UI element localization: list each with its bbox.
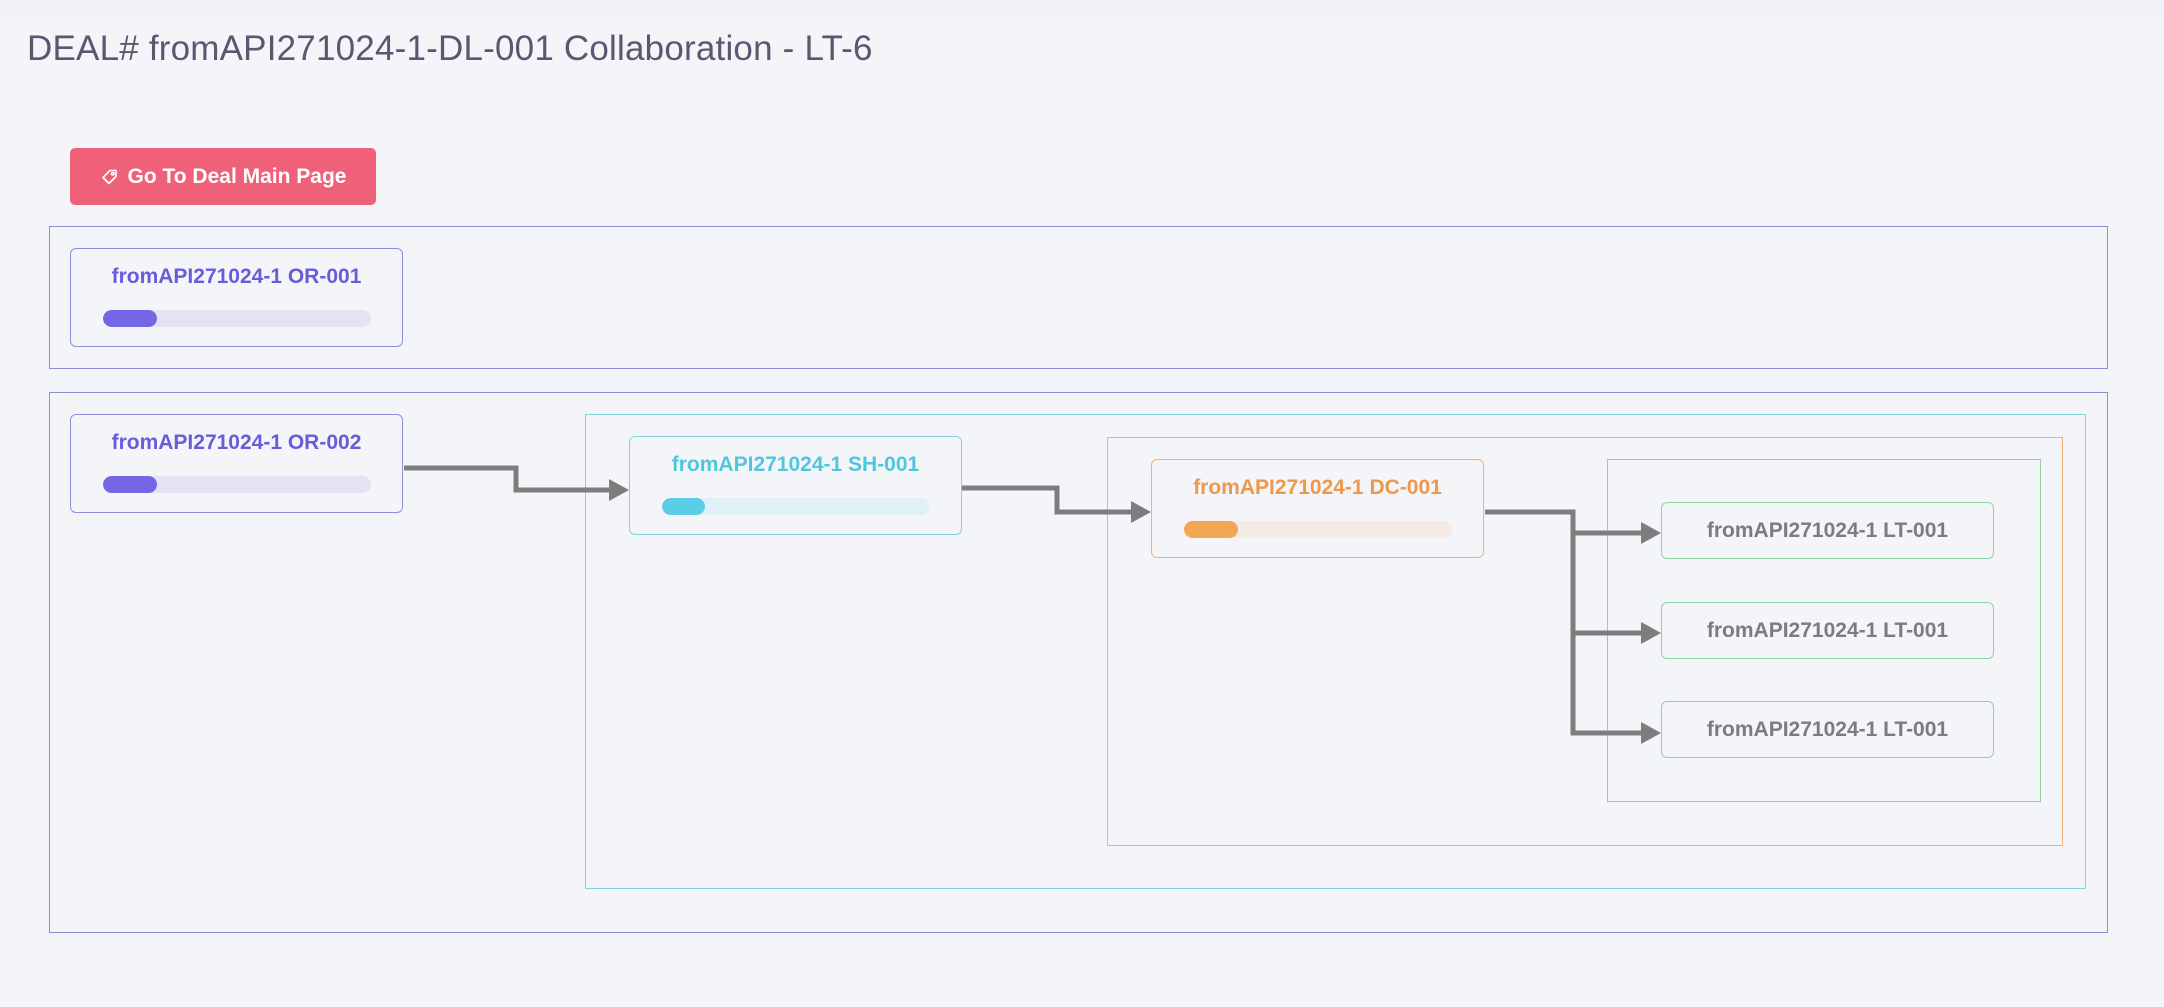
node-card-or-001[interactable]: fromAPI271024-1 OR-001 bbox=[70, 248, 403, 347]
node-card-sh-001[interactable]: fromAPI271024-1 SH-001 bbox=[629, 436, 962, 535]
node-title: fromAPI271024-1 SH-001 bbox=[671, 453, 920, 476]
node-card-lt-001[interactable]: fromAPI271024-1 LT-001 bbox=[1661, 602, 1994, 659]
progress-fill bbox=[662, 498, 705, 515]
progress-track bbox=[662, 498, 930, 515]
group-frame-dc-001 bbox=[1107, 437, 2063, 846]
progress-fill bbox=[103, 310, 157, 327]
progress-fill bbox=[1184, 521, 1238, 538]
go-to-deal-label: Go To Deal Main Page bbox=[127, 164, 347, 188]
group-frame-or-002 bbox=[49, 392, 2108, 933]
go-to-deal-button[interactable]: Go To Deal Main Page bbox=[70, 148, 376, 205]
node-title: fromAPI271024-1 OR-001 bbox=[111, 265, 362, 288]
tag-icon bbox=[101, 169, 117, 184]
top-bar bbox=[0, 0, 2164, 24]
group-frame-or-001 bbox=[49, 226, 2108, 369]
node-card-dc-001[interactable]: fromAPI271024-1 DC-001 bbox=[1151, 459, 1484, 558]
node-card-lt-001[interactable]: fromAPI271024-1 LT-001 bbox=[1661, 701, 1994, 758]
node-card-or-002[interactable]: fromAPI271024-1 OR-002 bbox=[70, 414, 403, 513]
group-frame-sh-001 bbox=[585, 414, 2086, 889]
node-title: fromAPI271024-1 OR-002 bbox=[111, 431, 362, 454]
node-title: fromAPI271024-1 DC-001 bbox=[1193, 476, 1442, 499]
node-card-lt-001[interactable]: fromAPI271024-1 LT-001 bbox=[1661, 502, 1994, 559]
page-title: DEAL# fromAPI271024-1-DL-001 Collaborati… bbox=[27, 29, 873, 68]
progress-track bbox=[1184, 521, 1452, 538]
progress-fill bbox=[103, 476, 157, 493]
progress-track bbox=[103, 310, 371, 327]
progress-track bbox=[103, 476, 371, 493]
